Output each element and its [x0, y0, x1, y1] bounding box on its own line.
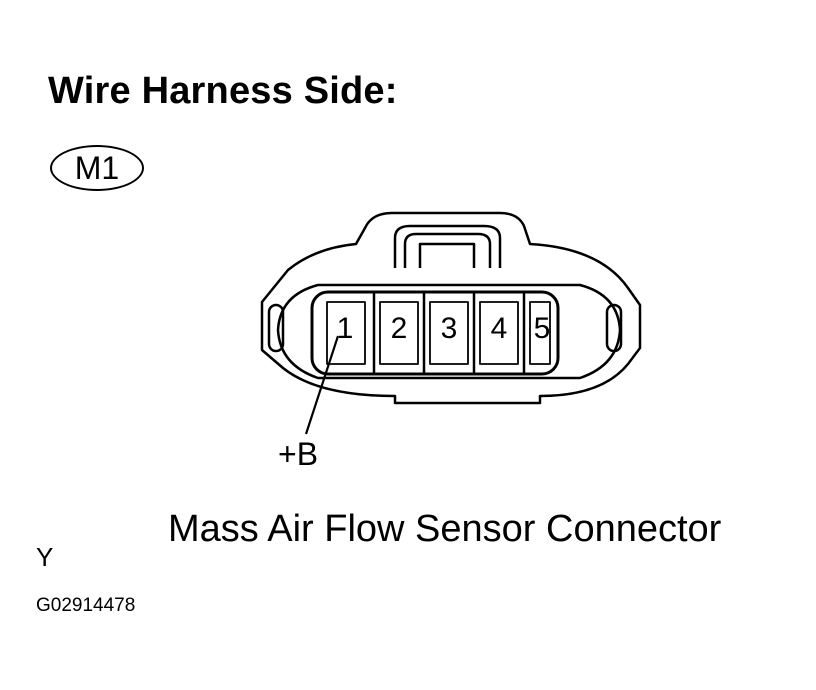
connector-caption: Mass Air Flow Sensor Connector	[168, 508, 722, 550]
left-slot	[267, 303, 285, 353]
pin1-callout-label: +B	[278, 436, 319, 472]
connector-code-label: M1	[74, 149, 120, 186]
pin1-callout-line	[304, 335, 340, 435]
pin-label-4: 4	[491, 312, 508, 345]
pin-label-1: 1	[337, 312, 354, 345]
connector-inner-body	[276, 283, 622, 380]
right-slot	[605, 303, 623, 353]
pin-label-3: 3	[441, 312, 458, 345]
connector-latch	[393, 224, 502, 268]
terminal-cavity	[310, 290, 560, 376]
figure-id: G02914478	[36, 595, 136, 616]
diagram-title: Wire Harness Side:	[48, 70, 398, 112]
connector-housing-outline	[260, 211, 642, 405]
connector-code-badge: M1	[50, 145, 144, 191]
pin-label-5: 5	[534, 312, 551, 345]
corner-code: Y	[36, 542, 54, 572]
pin-label-2: 2	[391, 312, 408, 345]
